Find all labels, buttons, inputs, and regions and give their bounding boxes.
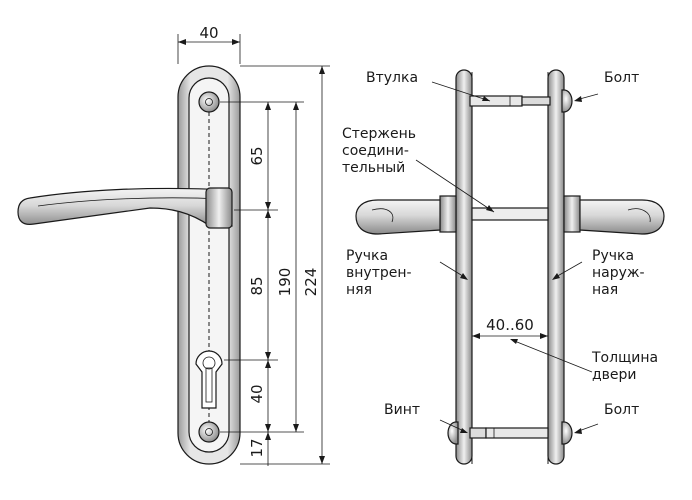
label-sterzhen-2: соедини- [342,143,409,159]
dim-40-label: 40 [248,384,266,403]
bolt-sleeve-bottom [485,427,549,439]
dim-224-label: 224 [302,268,320,297]
lever-highlight [37,197,223,207]
sleeve-top [469,95,523,107]
inner-handle-side [355,199,441,235]
outer-handle-side [579,199,665,235]
label-tolshchina-2: двери [592,367,637,383]
label-ruchka-vnutr-3: няя [346,282,372,298]
door-thickness-label: 40..60 [486,316,534,334]
top-screw-center [205,98,213,106]
bolt-head-bottom [561,421,573,445]
side-view: 40..60 Втулка Болт Стержень соедини- тел… [342,69,665,465]
label-vint: Винт [384,402,420,418]
leader-sterzhen [415,159,495,213]
keyhole-icon [195,350,223,409]
inner-plate [455,69,473,465]
label-ruchka-naruzh-3: ная [592,282,618,298]
bolt-shaft-top [521,96,551,106]
label-bolt-bottom: Болт [604,402,639,418]
dim-17-label: 17 [248,438,266,457]
dim-85-label: 85 [248,276,266,295]
front-view: 40 65 85 40 17 190 224 [17,24,330,466]
label-sterzhen-3: тельный [342,160,405,176]
dim-width-label: 40 [199,24,218,42]
top-screw-icon [198,91,220,113]
dim-190-label: 190 [276,268,294,297]
lever-handle-front [17,187,233,227]
bolt-head-top [561,89,573,113]
screw-head-bottom [447,421,459,445]
screw-shaft-bottom [469,427,487,439]
keyhole-inner [202,356,216,370]
label-ruchka-naruzh-1: Ручка [592,248,634,264]
label-ruchka-naruzh-2: наруж- [592,265,645,281]
label-tolshchina-1: Толщина [591,350,658,366]
bottom-screw-center [205,428,213,436]
label-ruchka-vnutr-2: внутрен- [346,265,412,281]
spindle [471,207,549,221]
label-sterzhen-1: Стержень [342,126,416,142]
inner-rosette [439,195,457,233]
dim-65-label: 65 [248,146,266,165]
label-ruchka-vnutr-1: Ручка [346,248,388,264]
leader-outer-handle [553,261,583,279]
outer-rosette [563,195,581,233]
label-bolt-top: Болт [604,70,639,86]
leader-thickness [511,339,593,373]
lever-rosette [205,187,233,229]
label-vtulka: Втулка [366,70,418,86]
keyhole-slot [205,367,213,403]
leader-vtulka [431,81,491,102]
bottom-screw-icon [198,421,220,443]
outer-plate [547,69,565,465]
